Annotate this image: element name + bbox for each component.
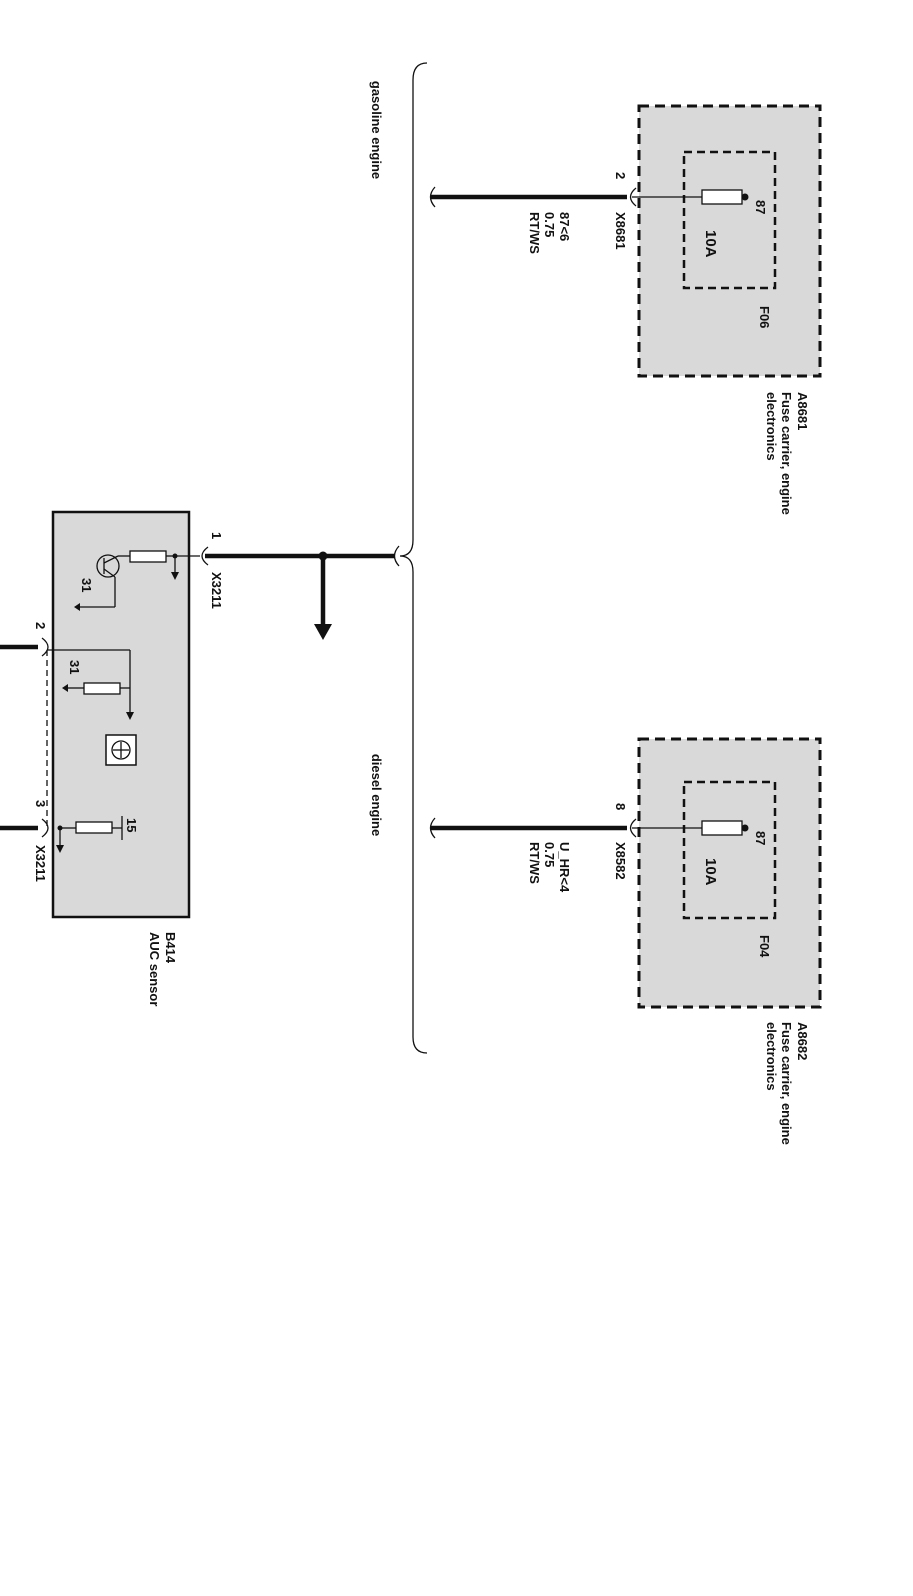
continuation-arrow — [314, 624, 332, 640]
fuse-id-label: F04 — [757, 935, 772, 958]
sensor-name-label: AUC sensor — [147, 932, 162, 1006]
connector-x8582-symbol — [629, 818, 637, 838]
pin-1-label: 1 — [209, 532, 224, 539]
carrier-id-label: A8681 — [795, 392, 810, 430]
diesel-engine-label: diesel engine — [369, 754, 384, 836]
connector-x3211-top-label: X3211 — [209, 572, 224, 609]
wire-signal-label: U_HR<4 — [557, 842, 572, 893]
pin-3-sensor-label: 3 — [33, 800, 48, 807]
ground-31-label-2: 31 — [67, 660, 82, 674]
fuse-rating-label: 10A — [702, 230, 719, 258]
carrier-desc-line1: Fuse carrier, engine — [779, 392, 794, 515]
fuse-f04-element — [701, 820, 743, 836]
terminal-87-label: 87 — [753, 200, 768, 214]
connector-x8681-symbol — [629, 187, 637, 207]
resistor-pin1 — [129, 550, 167, 563]
fuse-f06-element — [701, 189, 743, 205]
fuse-carrier-a8681: 87 10A F06 2 X8681 87<6 0.75 RT/WS A8681… — [429, 104, 822, 515]
wire-size-label: 0.75 — [542, 842, 557, 867]
pin-8-label: 8 — [613, 803, 628, 810]
transistor-symbol — [96, 554, 120, 578]
fuse-carrier-a8682: 87 10A F04 8 X8582 U_HR<4 0.75 RT/WS A86… — [429, 737, 822, 1145]
gasoline-engine-label: gasoline engine — [369, 81, 384, 179]
connector-x3211-bottom-label: X3211 — [33, 845, 48, 882]
carrier-id-label: A8682 — [795, 1022, 810, 1060]
terminal-87-label: 87 — [753, 831, 768, 845]
connector-x3211-pin1-symbol — [201, 546, 209, 566]
wire-signal-label: 87<6 — [557, 212, 572, 241]
wire-color-label: RT/WS — [527, 842, 542, 884]
auc-sensor-b414: 31 31 15 — [46, 510, 209, 919]
fuse-rating-label: 10A — [702, 858, 719, 886]
fuse-id-label: F06 — [757, 306, 772, 328]
pin-2-sensor-label: 2 — [33, 622, 48, 629]
sensor-id-label: B414 — [163, 932, 178, 964]
carrier-desc-line2: electronics — [764, 392, 779, 461]
carrier-desc-line1: Fuse carrier, engine — [779, 1022, 794, 1145]
resistor-pin3 — [75, 821, 113, 834]
wire-size-label: 0.75 — [542, 212, 557, 237]
connector-x8582-label: X8582 — [613, 842, 628, 880]
connector-x8681-label: X8681 — [613, 212, 628, 250]
supply-15-label: 15 — [124, 818, 139, 832]
pin-2-label: 2 — [613, 172, 628, 179]
engine-variant-brace — [399, 62, 428, 1054]
resistor-pin2 — [83, 682, 121, 695]
wire-color-label: RT/WS — [527, 212, 542, 254]
carrier-desc-line2: electronics — [764, 1022, 779, 1091]
ground-31-label-1: 31 — [79, 578, 94, 592]
